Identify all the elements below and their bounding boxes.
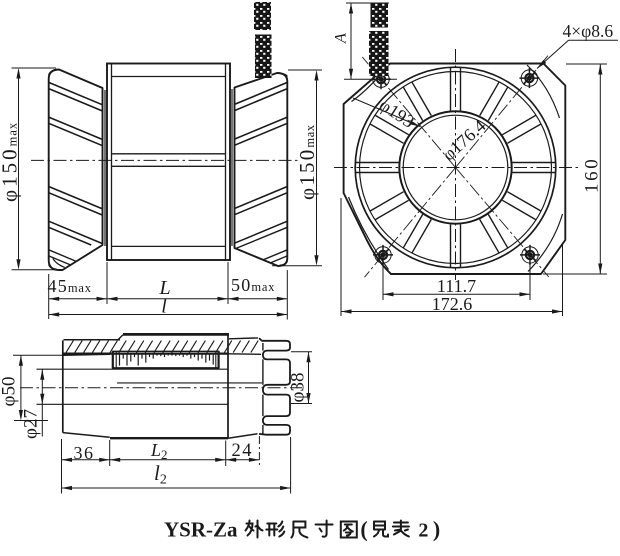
svg-text:172.6: 172.6 [432,294,473,314]
svg-text:L2: L2 [150,440,168,462]
svg-text:24: 24 [232,441,254,461]
svg-text:φ27: φ27 [21,409,42,439]
svg-text:50max: 50max [231,275,275,295]
svg-text:(: ( [360,517,367,542]
svg-text:): ) [433,517,440,542]
svg-text:φ150max: φ150max [0,122,22,202]
svg-text:160: 160 [582,157,603,193]
svg-text:36: 36 [74,443,95,463]
svg-text:YSR-Za: YSR-Za [164,518,238,542]
svg-text:φ50: φ50 [0,377,20,407]
svg-text:φ150max: φ150max [295,124,319,200]
svg-text:111.7: 111.7 [437,276,476,296]
svg-text:2: 2 [418,520,428,542]
svg-text:φ38: φ38 [288,373,309,403]
svg-text:4×φ8.6: 4×φ8.6 [563,21,614,41]
svg-text:A: A [333,33,350,44]
svg-text:L: L [158,277,170,299]
svg-text:45max: 45max [48,276,92,296]
svg-text:l: l [161,296,167,318]
svg-text:l2: l2 [154,461,167,488]
